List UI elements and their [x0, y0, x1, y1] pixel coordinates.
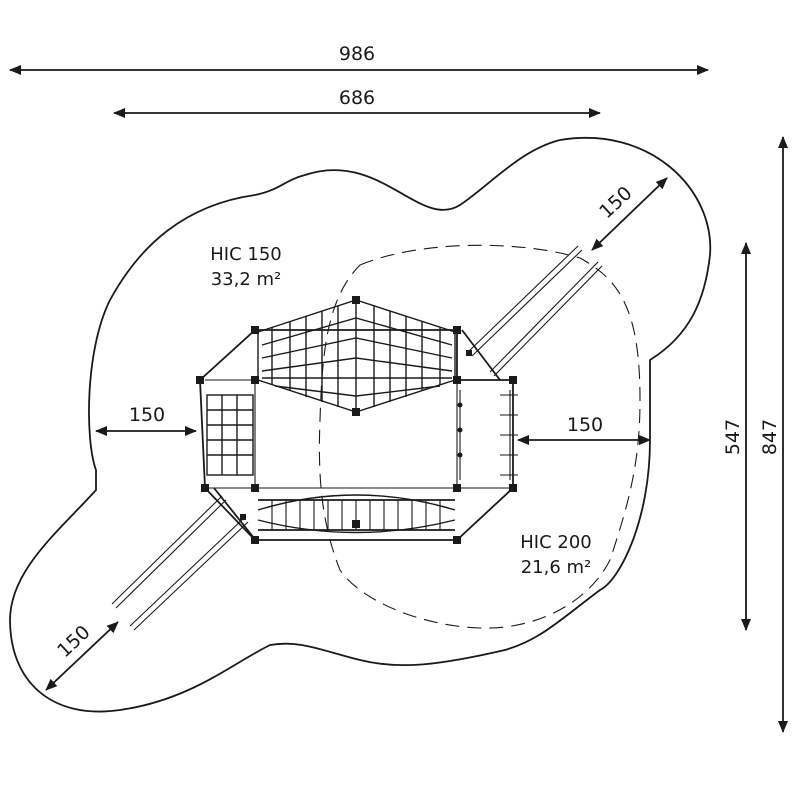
bottom-left-climbing-poles	[111, 487, 255, 631]
left-clearance-label: 150	[129, 404, 165, 426]
bottom-left-clearance-dimension-line	[45, 621, 119, 691]
top-climbing-net	[257, 299, 456, 413]
hic200-zone-outline	[318, 244, 641, 629]
right-clearance-label: 150	[567, 414, 603, 436]
top-right-clearance-dimension-line	[591, 177, 668, 251]
hic150-title: HIC 150	[210, 244, 282, 265]
hic150-zone-outline	[9, 137, 712, 713]
right-rope-ladder	[457, 390, 518, 480]
top-right-climbing-poles	[461, 245, 603, 381]
hic200-area: 21,6 m²	[521, 557, 592, 578]
overall-width-label: 986	[339, 43, 375, 65]
equipment-width-label: 686	[339, 87, 375, 109]
hic200-title: HIC 200	[520, 532, 592, 553]
structure-outer-frame	[199, 329, 514, 541]
bottom-ladder-bridge	[257, 494, 456, 534]
bottom-left-clearance-label: 150	[53, 621, 95, 662]
top-right-clearance-label: 150	[595, 182, 637, 223]
equipment-height-label: 547	[722, 419, 744, 455]
hic150-area: 33,2 m²	[211, 269, 282, 290]
overall-height-label: 847	[759, 419, 781, 455]
play-structure	[111, 245, 603, 631]
structure-posts	[196, 296, 517, 544]
left-climbing-net	[206, 394, 254, 476]
